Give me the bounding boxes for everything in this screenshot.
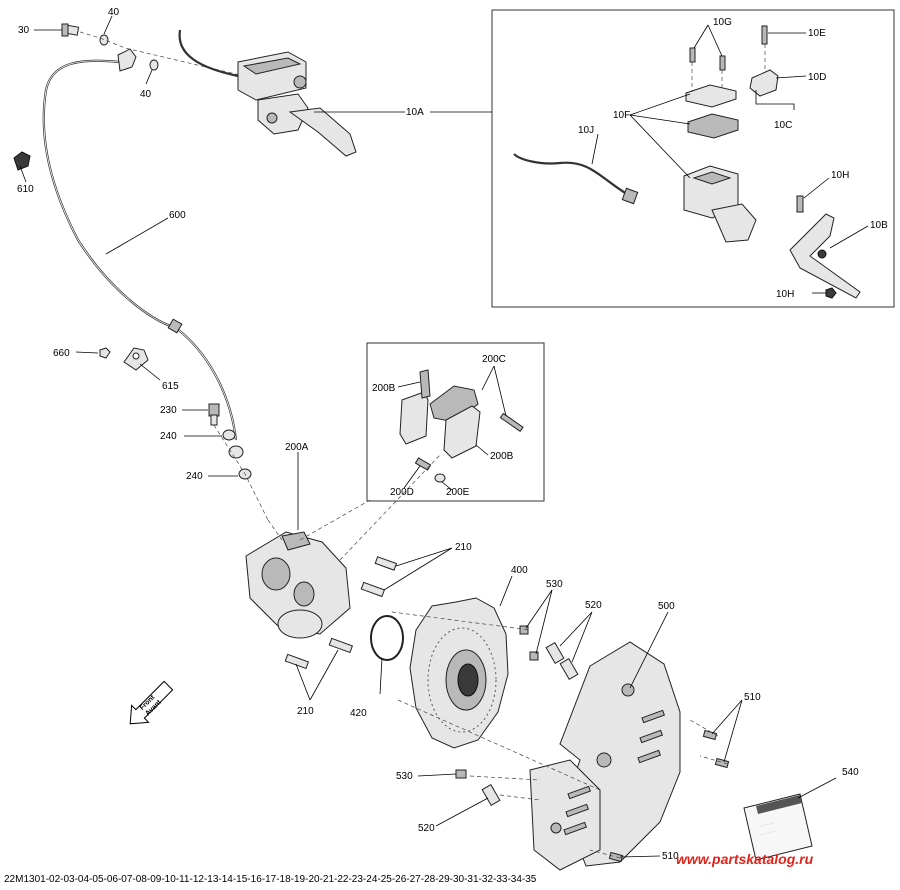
svg-text:· · · · · · · · · ·: · · · · · · · · · · <box>759 829 778 837</box>
callout-520-top: 520 <box>585 600 602 611</box>
callout-210-top: 210 <box>455 542 472 553</box>
callout-30: 30 <box>18 25 30 36</box>
diaphragm-10F <box>687 113 739 139</box>
banjo-bolt-30 <box>61 23 80 37</box>
hose-fitting <box>228 445 244 459</box>
o-ring-420 <box>370 615 404 661</box>
hose-clip-615 <box>123 347 149 371</box>
spacer-520-bottom <box>481 784 501 806</box>
callout-510-bottom: 510 <box>662 851 679 862</box>
washer-40-top <box>99 34 109 46</box>
hose-clip-610 <box>13 151 31 171</box>
callout-530-top: 530 <box>546 579 563 590</box>
callout-200A: 200A <box>285 442 309 453</box>
pivot-nut-10H <box>825 287 837 299</box>
svg-text:· · · · · · · · · ·: · · · · · · · · · · <box>757 821 776 829</box>
screw-10E <box>761 25 768 45</box>
caliper-bolts-210 <box>284 556 398 670</box>
callout-40-bottom: 40 <box>140 89 152 100</box>
callout-10H-bottom: 10H <box>776 289 794 300</box>
cap-200E <box>434 473 446 483</box>
callout-10A: 10A <box>406 107 424 118</box>
callout-10D: 10D <box>808 72 826 83</box>
callout-400: 400 <box>511 565 528 576</box>
brake-lever-10B <box>789 213 861 299</box>
callout-10E: 10E <box>808 28 826 39</box>
nut-660 <box>99 347 111 359</box>
callout-230: 230 <box>160 405 177 416</box>
callout-10H-top: 10H <box>831 170 849 181</box>
callout-240-b: 240 <box>186 471 203 482</box>
callout-200B-left: 200B <box>372 383 396 394</box>
callout-540: 540 <box>842 767 859 778</box>
diagram-code: 22M1301-02-03-04-05-06-07-08-09-10-11-12… <box>4 874 537 885</box>
callout-200B-right: 200B <box>490 451 514 462</box>
hose-10J <box>513 153 631 197</box>
brake-hose-600 <box>42 48 238 441</box>
screws-10G <box>689 47 726 71</box>
callout-10C: 10C <box>774 120 792 131</box>
bolts-530-top <box>519 625 539 661</box>
pad-pin-200C <box>499 412 524 433</box>
master-cylinder-body <box>683 165 757 243</box>
brake-pad-200B-left <box>399 369 431 445</box>
pivot-bolt-10H <box>796 195 804 213</box>
callout-200C: 200C <box>482 354 506 365</box>
callout-660: 660 <box>53 348 70 359</box>
bolt-510-b <box>714 757 730 769</box>
callout-10F: 10F <box>613 110 630 121</box>
warning-decal-540: · · · · · · · · · · · · · · · · · · · · <box>743 793 813 861</box>
callout-520-bottom: 520 <box>418 823 435 834</box>
callout-530-bottom: 530 <box>396 771 413 782</box>
caliper-kit-frame <box>366 342 545 502</box>
washer-40-bottom <box>149 59 159 71</box>
callout-200D: 200D <box>390 487 414 498</box>
callout-420: 420 <box>350 708 367 719</box>
disc-guard-500 <box>529 641 681 871</box>
callout-240-a: 240 <box>160 431 177 442</box>
clamp-10D <box>749 69 779 97</box>
callout-210-bottom: 210 <box>297 706 314 717</box>
callout-600: 600 <box>169 210 186 221</box>
brake-caliper-200A <box>245 531 351 639</box>
callout-10G: 10G <box>713 17 732 28</box>
master-cylinder-assembly-10A <box>178 29 357 157</box>
brake-pad-200B-right <box>443 405 481 459</box>
reservoir-cap-10G <box>685 84 737 108</box>
callout-610: 610 <box>17 184 34 195</box>
callout-615: 615 <box>162 381 179 392</box>
watermark: www.partskatalog.ru <box>676 851 814 867</box>
front-direction-arrow: Front Avant <box>129 680 174 725</box>
leader-lines <box>19 15 869 858</box>
callout-40-top: 40 <box>108 7 120 18</box>
washer-240-a <box>222 429 236 441</box>
bolt-510-a <box>702 729 718 741</box>
callout-510-top: 510 <box>744 692 761 703</box>
callout-500: 500 <box>658 601 675 612</box>
callout-10J: 10J <box>578 125 594 136</box>
master-cylinder-kit-frame <box>491 9 895 308</box>
bleeder-200D <box>414 457 432 471</box>
banjo-bolt-230 <box>208 403 220 426</box>
callout-200E: 200E <box>446 487 470 498</box>
spacers-520-top <box>545 642 579 680</box>
callout-10B: 10B <box>870 220 888 231</box>
bolt-530-bottom <box>455 769 467 779</box>
brake-disc-400 <box>409 597 509 749</box>
